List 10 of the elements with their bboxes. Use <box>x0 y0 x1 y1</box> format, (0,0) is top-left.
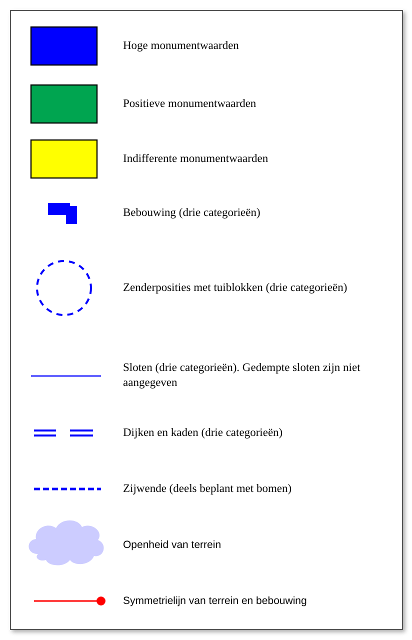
legend-text: Indifferente monumentwaarden <box>123 152 270 166</box>
legend-text: Positieve monumentwaarden <box>123 96 258 112</box>
legend-text: Bebouwing (drie categorieën) <box>123 206 262 220</box>
legend-text: Openheid van terrein <box>123 538 222 552</box>
legend-text: Sloten (drie categorieën). Gedempte sloten zijn niet aangegeven <box>123 361 362 391</box>
legend-text: Dijken en kaden (drie categorieën) <box>123 426 284 440</box>
legend-text: Hoge monumentwaarden <box>123 38 240 54</box>
legend-text: Zenderposities met tuiblokken (drie categorieën) <box>123 280 348 296</box>
legend-text: Symmetrielijn van terrein en bebouwing <box>123 594 308 608</box>
legend-text: Zijwende (deels beplant met bomen) <box>123 482 293 496</box>
